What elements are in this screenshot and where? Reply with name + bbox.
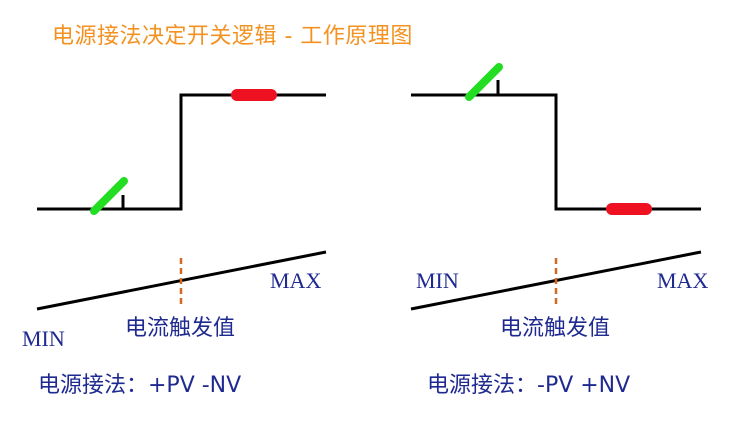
right-switch-waveform xyxy=(411,80,701,211)
right-open-contact xyxy=(465,63,503,101)
left-min-label: MIN xyxy=(22,326,65,351)
right-diagram xyxy=(410,63,702,311)
left-switch-waveform xyxy=(37,93,326,211)
diagram-title: 电源接法决定开关逻辑 - 工作原理图 xyxy=(52,24,413,49)
right-threshold-label: 电流触发值 xyxy=(500,316,611,341)
left-open-contact xyxy=(90,177,128,215)
right-min-label: MIN xyxy=(416,268,459,293)
right-max-label: MAX xyxy=(657,268,709,293)
left-wiring-label: 电源接法：+PV -NV xyxy=(38,373,242,398)
left-diagram xyxy=(36,89,327,311)
right-wiring-label: 电源接法：-PV +NV xyxy=(427,373,631,398)
left-max-label: MAX xyxy=(270,268,322,293)
left-threshold-label: 电流触发值 xyxy=(125,316,236,341)
